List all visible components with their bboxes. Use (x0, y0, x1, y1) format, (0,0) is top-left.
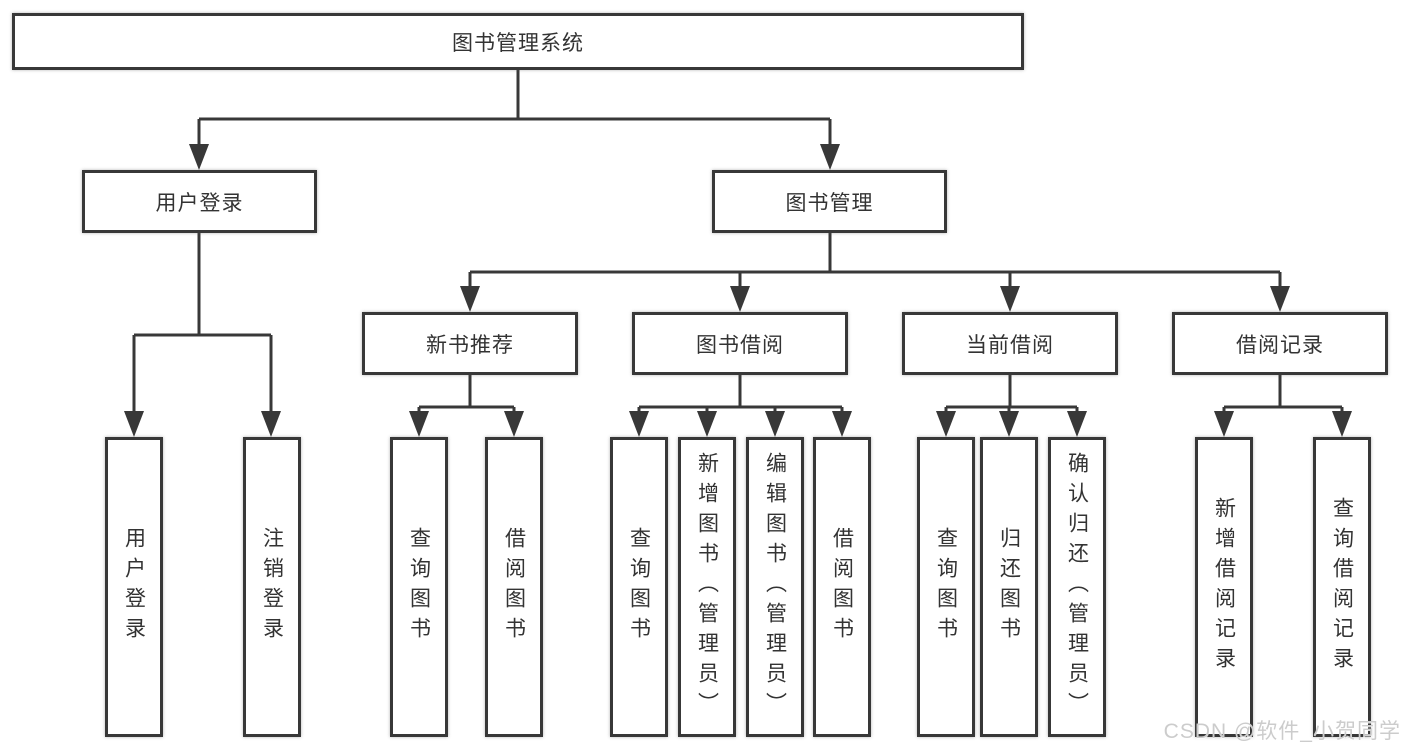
leaf-add-books-admin: 新增图书（管理员） (678, 437, 736, 737)
node-book-borrowing: 图书借阅 (632, 312, 848, 375)
leaf-add-borrowing-record: 新增借阅记录 (1195, 437, 1253, 737)
leaf-query-books-current: 查询图书 (917, 437, 975, 737)
csdn-watermark: CSDN @软件_小贺同学 (1163, 720, 1401, 743)
node-borrowing-records: 借阅记录 (1172, 312, 1388, 375)
leaf-query-borrowing-record: 查询借阅记录 (1313, 437, 1371, 737)
leaf-query-books-recommend: 查询图书 (390, 437, 448, 737)
leaf-borrow-books-recommend: 借阅图书 (485, 437, 543, 737)
node-user-login: 用户登录 (82, 170, 317, 233)
leaf-logout-login: 注销登录 (243, 437, 301, 737)
leaf-query-books-borrowing: 查询图书 (610, 437, 668, 737)
node-book-management: 图书管理 (712, 170, 947, 233)
leaf-confirm-return-admin: 确认归还（管理员） (1048, 437, 1106, 737)
leaf-edit-books-admin: 编辑图书（管理员） (746, 437, 804, 737)
node-library-system: 图书管理系统 (12, 13, 1024, 70)
leaf-user-login: 用户登录 (105, 437, 163, 737)
node-new-book-recommendation: 新书推荐 (362, 312, 578, 375)
leaf-borrow-books-borrowing: 借阅图书 (813, 437, 871, 737)
leaf-return-books: 归还图书 (980, 437, 1038, 737)
node-current-borrowing: 当前借阅 (902, 312, 1118, 375)
